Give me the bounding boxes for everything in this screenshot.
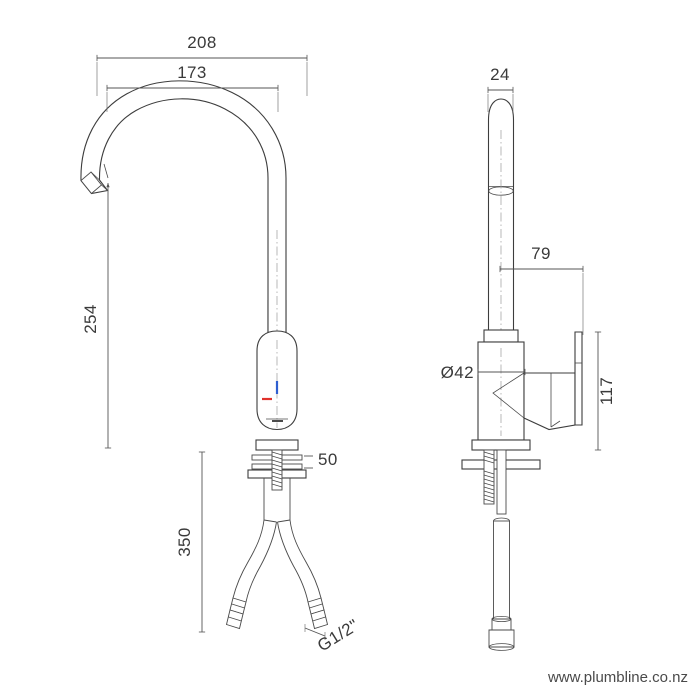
side-dimensions: 24 79 Ø42 117 [441,65,616,451]
deck-mount-assembly [247,439,307,520]
dim-body-diameter: Ø42 [441,363,474,382]
side-deck-mount [461,439,541,515]
website-footer: www.plumbline.co.nz [547,669,688,686]
dim-deck-thickness: 50 [318,450,338,469]
side-thread-hatch [483,451,495,503]
dim-handle-reach: 79 [531,244,551,263]
front-view-group: 208 173 254 350 50 G [80,33,362,655]
dim-handle-width: 24 [490,65,510,84]
side-spout-neck [487,98,515,340]
dim-spout-reach: 173 [177,63,207,82]
mixer-body [256,330,298,431]
flexible-hoses [225,519,329,630]
dim-spout-height: 254 [81,304,100,334]
lever-handle [523,331,583,431]
thread-hatch [271,451,283,488]
side-view-group: 24 79 Ø42 117 [441,65,616,651]
dim-body-height: 117 [597,377,616,405]
front-dimensions: 208 173 254 350 50 G [81,33,362,655]
side-hose [488,517,515,651]
side-mixer-body [477,341,525,441]
dim-overall-width: 208 [187,33,217,52]
spout-body [80,80,287,337]
side-collar [483,329,519,343]
dim-hose-length: 350 [175,527,194,557]
